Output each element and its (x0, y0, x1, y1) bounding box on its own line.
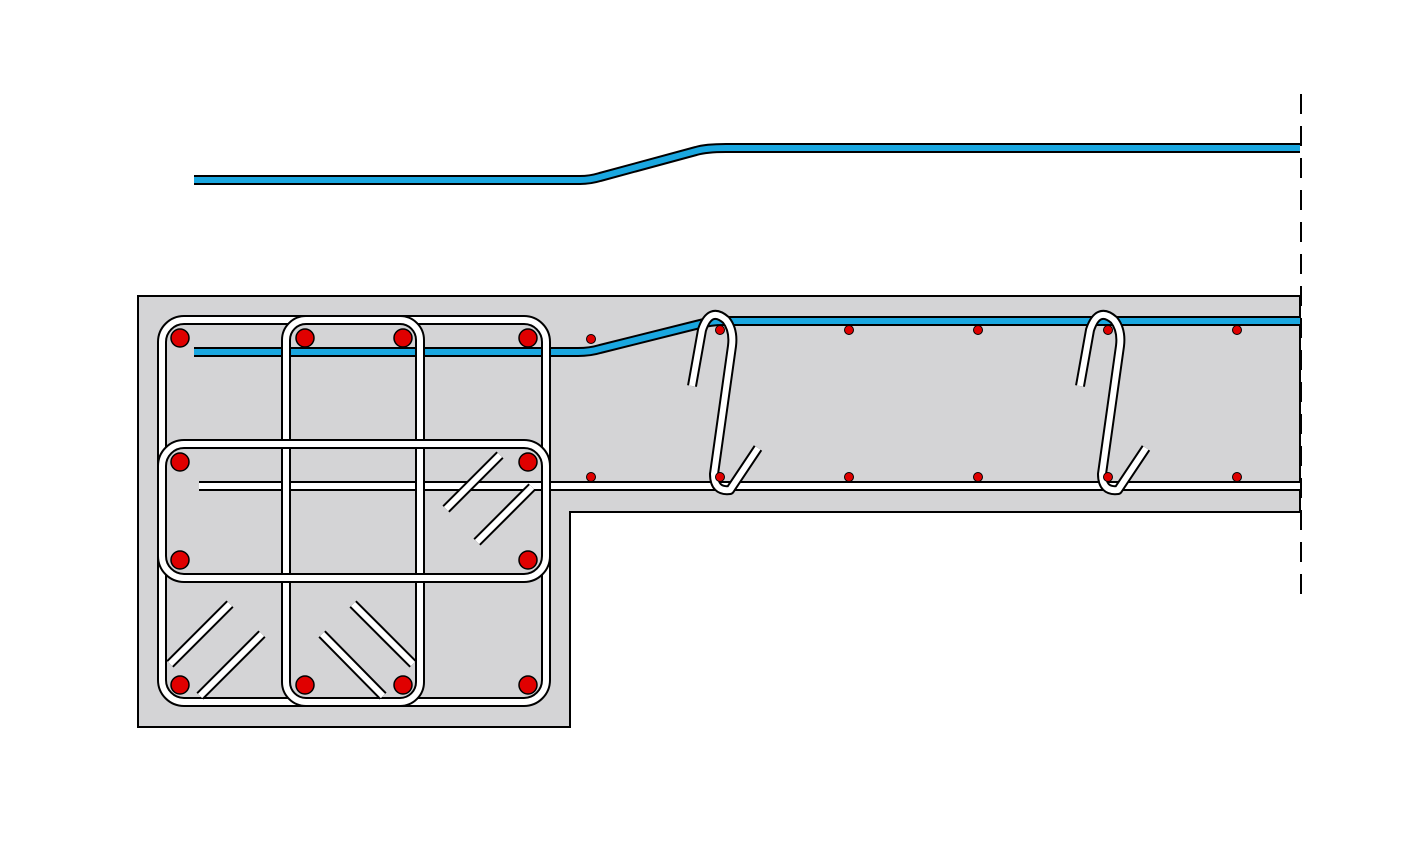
slab-bar (715, 472, 725, 482)
beam-bar (170, 550, 190, 570)
z-shaped-link-1 (687, 309, 763, 496)
beam-bar (170, 675, 190, 695)
slab-bar (1232, 472, 1242, 482)
z-shaped-link-2 (1075, 309, 1151, 496)
beam-longitudinal-bars (170, 328, 538, 695)
beam-bar (393, 675, 413, 695)
beam-bar (393, 328, 413, 348)
concrete-section (137, 295, 1301, 728)
beam-bar (518, 675, 538, 695)
slab-bar (973, 325, 983, 335)
slab-bar (1232, 325, 1242, 335)
detached-slab-bar (194, 143, 1300, 185)
stirrup-hooks (166, 451, 536, 700)
beam-horizontal-stirrup (157, 439, 551, 583)
slab-bar (1103, 472, 1113, 482)
slab-top-bar (194, 316, 1300, 357)
slab-distribution-bars (586, 325, 1242, 482)
slab-bar (1103, 325, 1113, 335)
beam-bar (295, 328, 315, 348)
beam-bar (518, 550, 538, 570)
slab-bar (715, 325, 725, 335)
slab-bar (844, 472, 854, 482)
beam-bar (170, 328, 190, 348)
slab-bar (586, 334, 596, 344)
slab-bar (844, 325, 854, 335)
beam-bar (518, 328, 538, 348)
slab-bar (586, 472, 596, 482)
beam-bar (518, 452, 538, 472)
slab-bar (973, 472, 983, 482)
beam-bar (295, 675, 315, 695)
beam-inner-stirrup (281, 315, 425, 707)
beam-bar (170, 452, 190, 472)
